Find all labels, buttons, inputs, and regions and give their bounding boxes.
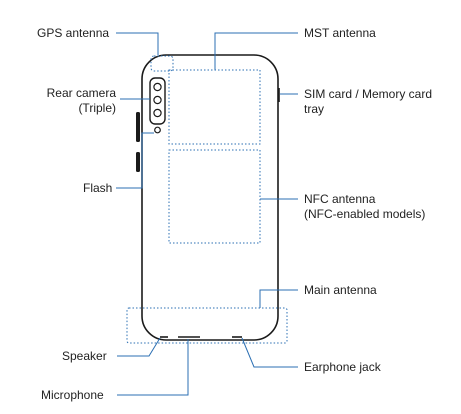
label-speaker: Speaker (62, 349, 107, 363)
label-sim-tray: SIM card / Memory card tray (304, 87, 432, 117)
label-nfc-antenna-line2: (NFC-enabled models) (304, 207, 426, 221)
label-rear-camera-line2: (Triple) (78, 101, 116, 115)
camera-lens-middle (153, 95, 162, 105)
leader-main-antenna (259, 289, 298, 308)
label-flash: Flash (83, 181, 113, 195)
label-microphone: Microphone (41, 388, 104, 402)
label-mst-antenna: MST antenna (304, 26, 376, 40)
label-nfc-antenna: NFC antenna (NFC-enabled models) (304, 192, 425, 222)
leader-flash (116, 132, 154, 189)
camera-module (149, 77, 166, 125)
label-sim-tray-line1: SIM card / Memory card (304, 87, 433, 101)
mst-antenna-region (168, 69, 261, 145)
leader-gps (116, 32, 159, 55)
leader-earphone-jack (241, 337, 298, 368)
phone-body-outline (141, 54, 279, 341)
leader-speaker (117, 337, 161, 357)
side-button-upper (136, 112, 140, 142)
gps-antenna-region (150, 55, 174, 72)
label-nfc-antenna-line1: NFC antenna (304, 192, 376, 206)
flash-light (154, 126, 161, 134)
leader-microphone (117, 339, 189, 396)
side-button-lower (136, 152, 140, 172)
label-main-antenna: Main antenna (304, 283, 377, 297)
label-gps-antenna: GPS antenna (37, 26, 110, 40)
main-antenna-region (126, 307, 288, 344)
nfc-antenna-region (168, 149, 261, 244)
label-earphone-jack: Earphone jack (304, 360, 381, 374)
label-sim-tray-line2: tray (304, 102, 325, 116)
label-rear-camera-line1: Rear camera (46, 86, 116, 100)
camera-lens-top (153, 82, 162, 92)
label-rear-camera: Rear camera (Triple) (30, 86, 116, 116)
leader-mst (214, 32, 298, 70)
camera-lens-bottom (153, 108, 162, 118)
